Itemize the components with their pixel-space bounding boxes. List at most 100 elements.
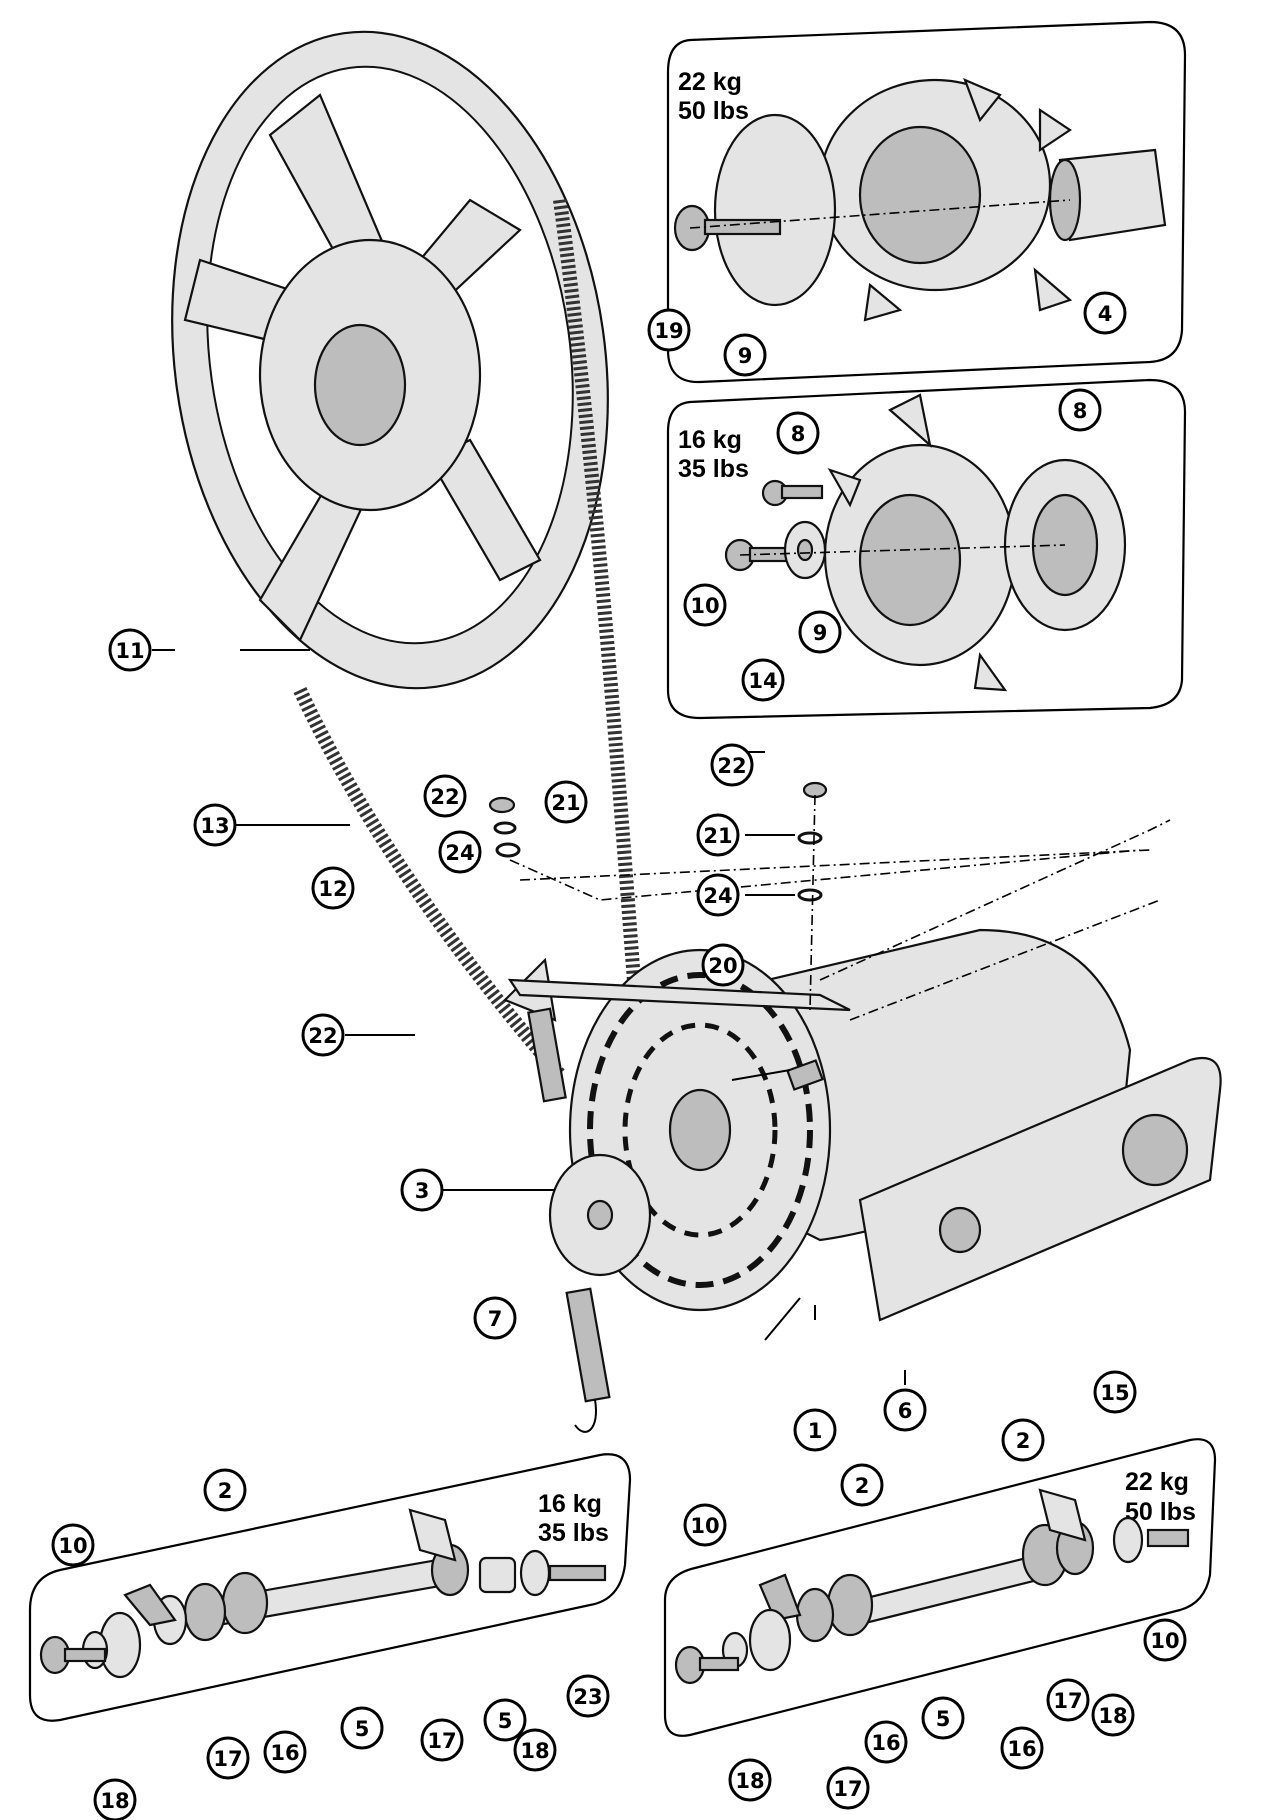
callout-number: 16 <box>270 1741 299 1765</box>
callout-number: 2 <box>1016 1429 1031 1453</box>
motor-pulley <box>548 1153 652 1277</box>
callout-3: 3 <box>400 1168 444 1212</box>
callout-circle <box>340 1706 384 1750</box>
callout-19: 19 <box>647 308 691 352</box>
callout-number: 18 <box>520 1739 549 1763</box>
callout-16: 16 <box>263 1730 307 1774</box>
callout-17: 17 <box>826 1766 870 1810</box>
inset-middle-16kg: 16 kg 35 lbs <box>666 378 1187 720</box>
top-weight-lbs: 50 lbs <box>678 97 749 125</box>
callout-10: 10 <box>683 1503 727 1547</box>
callout-number: 18 <box>1098 1704 1127 1728</box>
callout-8: 8 <box>1058 388 1102 432</box>
callout-circle <box>51 1523 95 1567</box>
callout-number: 20 <box>708 954 737 978</box>
callout-number: 12 <box>318 877 347 901</box>
callout-circle <box>864 1720 908 1764</box>
callout-number: 14 <box>748 669 777 693</box>
callout-circle <box>728 1758 772 1802</box>
callout-18: 18 <box>93 1778 137 1820</box>
callout-2: 2 <box>840 1463 884 1507</box>
callout-number: 7 <box>488 1307 503 1331</box>
hardware-stack-left <box>488 796 1151 901</box>
middle-weight-kg: 16 kg <box>678 426 742 454</box>
callout-number: 23 <box>573 1685 602 1709</box>
callout-14: 14 <box>741 658 785 702</box>
callout-21: 21 <box>696 813 740 857</box>
middle-hub <box>823 393 1017 692</box>
callout-circle <box>1091 1693 1135 1737</box>
callout-4: 4 <box>1083 291 1127 335</box>
callout-number: 16 <box>871 1731 900 1755</box>
callout-10: 10 <box>51 1523 95 1567</box>
callout-circle <box>647 308 691 352</box>
callout-number: 10 <box>58 1534 87 1558</box>
callout-9: 9 <box>798 610 842 654</box>
callout-circle <box>420 1718 464 1762</box>
callout-number: 17 <box>833 1777 862 1801</box>
hardware-stack-right <box>786 781 828 1091</box>
middle-bolt-top <box>761 479 824 507</box>
callout-17: 17 <box>1046 1678 1090 1722</box>
callout-circle <box>311 866 355 910</box>
inset-bottom-right-22kg: 22 kg 50 lbs <box>663 1438 1217 1737</box>
callout-number: 18 <box>735 1769 764 1793</box>
leader-lines <box>152 649 906 1385</box>
inset-bottom-left-16kg: 16 kg 35 lbs <box>28 1453 632 1722</box>
callout-number: 10 <box>690 594 719 618</box>
callout-circle <box>1093 1370 1137 1414</box>
callout-5: 5 <box>340 1706 384 1750</box>
callout-circle <box>400 1168 444 1212</box>
callout-number: 21 <box>551 791 580 815</box>
callout-circle <box>513 1728 557 1772</box>
callout-circle <box>1000 1726 1044 1770</box>
callout-5: 5 <box>483 1698 527 1742</box>
callout-number: 24 <box>703 884 732 908</box>
callout-circle <box>263 1730 307 1774</box>
callout-circle <box>883 1388 927 1432</box>
callout-12: 12 <box>311 866 355 910</box>
callout-circle <box>793 1408 837 1452</box>
callout-circle <box>798 610 842 654</box>
callout-8: 8 <box>776 411 820 455</box>
callout-18: 18 <box>728 1758 772 1802</box>
callout-circle <box>683 583 727 627</box>
callout-number: 17 <box>1053 1689 1082 1713</box>
callout-number: 19 <box>654 319 683 343</box>
callout-number: 16 <box>1007 1737 1036 1761</box>
callout-5: 5 <box>921 1696 965 1740</box>
callout-circle <box>701 943 745 987</box>
callout-circle <box>108 628 152 672</box>
callout-2: 2 <box>203 1468 247 1512</box>
callout-22: 22 <box>301 1013 345 1057</box>
callout-circle <box>566 1674 610 1718</box>
callout-circle <box>1001 1418 1045 1462</box>
callout-24: 24 <box>696 873 740 917</box>
callout-circle <box>921 1696 965 1740</box>
callout-circle <box>544 780 588 824</box>
br-weight-kg: 22 kg <box>1125 1468 1189 1496</box>
callout-10: 10 <box>1143 1618 1187 1662</box>
callout-circle <box>826 1766 870 1810</box>
callout-circle <box>423 774 467 818</box>
callout-circle <box>203 1468 247 1512</box>
callout-number: 6 <box>898 1399 913 1423</box>
callout-number: 10 <box>1150 1629 1179 1653</box>
callout-number: 5 <box>498 1709 513 1733</box>
callout-21: 21 <box>544 780 588 824</box>
callout-circle <box>438 830 482 874</box>
callout-number: 24 <box>445 841 474 865</box>
callout-10: 10 <box>683 583 727 627</box>
callout-number: 11 <box>115 639 144 663</box>
callout-number: 4 <box>1098 302 1113 326</box>
callout-11: 11 <box>108 628 152 672</box>
callout-circle <box>723 333 767 377</box>
callout-circle <box>193 803 237 847</box>
callout-circle <box>206 1736 250 1780</box>
callout-circle <box>710 743 754 787</box>
callout-15: 15 <box>1093 1370 1137 1414</box>
callout-number: 3 <box>415 1179 430 1203</box>
callout-circle <box>1083 291 1127 335</box>
callout-16: 16 <box>1000 1726 1044 1770</box>
